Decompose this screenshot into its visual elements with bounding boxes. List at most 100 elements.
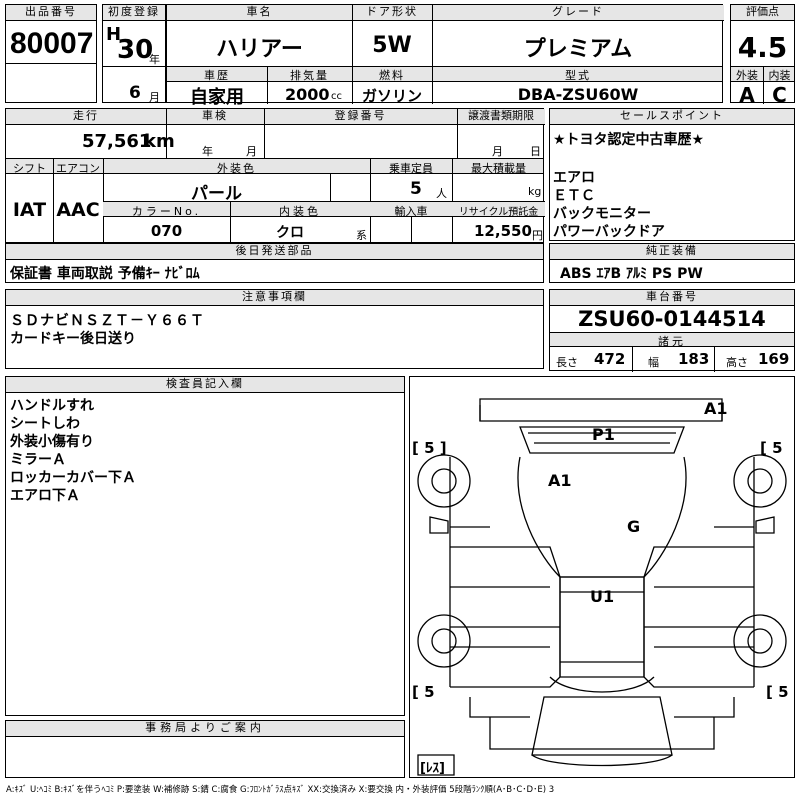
spare-tyre: [ﾚｽ] (420, 761, 445, 776)
inspection-year-unit: 年 (202, 145, 213, 158)
seats-unit: 人 (436, 187, 447, 200)
spec-label: 諸元 (658, 335, 686, 348)
displacement-label: 排気量 (290, 69, 329, 82)
lot-number-cell: 出品番号 80007 (5, 4, 97, 103)
inspector-line-1: ハンドルすれ (10, 398, 94, 414)
mileage-unit: km (144, 131, 175, 152)
parts-later-text: 保証書 車両取説 予備ｷｰ ﾅﾋﾞﾛﾑ (10, 266, 200, 282)
width: 183 (678, 350, 710, 368)
chassis-box: 車台番号 ZSU60-0144514 諸元 長さ 472 幅 183 高さ 16… (549, 289, 795, 372)
notes-line-2: カードキー後日送り (10, 331, 136, 347)
color-label: 外装色 (217, 162, 256, 175)
displacement: 2000 (285, 85, 330, 104)
sales-line-6: パワーバックドア (553, 224, 665, 240)
reg-month: 6 (129, 83, 141, 103)
mark-p1: P1 (592, 425, 615, 444)
fuel: ガソリン (361, 87, 422, 105)
height-label: 高さ (726, 356, 748, 369)
aircon: AAC (56, 199, 100, 221)
interior-color-unit: 系 (356, 229, 367, 242)
sales-line-4: ＥＴＣ (553, 188, 595, 204)
mark-u1: U1 (590, 587, 615, 606)
lot-number: 80007 (10, 27, 94, 60)
fuel-label: 燃料 (379, 69, 405, 82)
score-cell: 評価点 4.5 外装 内装 A C (730, 4, 795, 107)
exterior-grade: A (739, 83, 755, 107)
parts-later-label: 後日発送部品 (6, 244, 543, 260)
tyre-front-right: [ 5 (760, 439, 783, 457)
color-number: 070 (150, 222, 183, 240)
chassis-label: 車台番号 (550, 290, 794, 306)
era: H (106, 24, 122, 45)
length-label: 長さ (556, 356, 578, 369)
car-name: ハリアー (216, 37, 303, 62)
mark-g: G (627, 517, 641, 536)
mileage-label: 走行 (6, 109, 166, 125)
legend: A:ｷｽﾞ U:ﾍｺﾐ B:ｷｽﾞを伴うﾍｺﾐ P:要塗装 W:補修跡 S:錆 … (6, 785, 555, 795)
seats-label: 乗車定員 (389, 162, 433, 175)
sales-line-3: エアロ (553, 170, 595, 186)
door-type: 5W (372, 33, 412, 58)
equipment-label: 純正装備 (550, 244, 794, 260)
inspector-box: 検査員記入欄 ハンドルすれ シートしわ 外装小傷有り ミラーＡ ロッカーカバー下… (5, 376, 405, 716)
sales-point-label: セールスポイント (550, 109, 794, 125)
car-diagram: [ 5 ] [ 5 [ 5 [ 5 [ﾚｽ] A1 P1 A1 G U1 (409, 376, 795, 778)
mark-a1-front: A1 (704, 399, 728, 418)
reg-month-unit: 月 (149, 91, 160, 104)
notes-label: 注意事項欄 (6, 290, 543, 306)
parts-later-box: 後日発送部品 保証書 車両取説 予備ｷｰ ﾅﾋﾞﾛﾑ (5, 243, 544, 283)
intcolor-label: 内装色 (279, 205, 321, 218)
history-label: 車歴 (204, 69, 230, 82)
mileage: 57,561 (82, 131, 152, 152)
recycle-deposit: 12,550 (474, 222, 532, 240)
shift: IAT (12, 199, 47, 221)
load-label: 最大積載量 (471, 162, 526, 175)
office-box: 事務局よりご案内 (5, 720, 405, 778)
notes-box: 注意事項欄 ＳＤナビＮＳＺＴ－Ｙ６６Ｔ カードキー後日送り (5, 289, 544, 369)
chassis-number: ZSU60-0144514 (578, 307, 766, 331)
model-code: DBA-ZSU60W (517, 85, 639, 104)
score-label: 評価点 (731, 5, 794, 21)
displacement-unit: cc (331, 91, 342, 102)
model-label: 型式 (565, 69, 591, 82)
lot-number-label: 出品番号 (6, 5, 96, 21)
first-registration-cell: 初度登録 H 30 年 6 月 (102, 4, 166, 104)
load-unit: kg (528, 185, 542, 198)
shift-label: シフト (13, 162, 46, 175)
import-label: 輸入車 (394, 205, 428, 218)
reg-year-unit: 年 (149, 53, 160, 66)
inspector-line-5: ロッカーカバー下Ａ (10, 470, 136, 486)
equipment-text: ABS ｴｱB ｱﾙﾐ PS PW (560, 266, 703, 282)
tyre-front-left: [ 5 ] (412, 439, 447, 457)
ac-label: エアコン (56, 162, 100, 175)
grade: プレミアム (523, 37, 633, 62)
recycle-label: リサイクル預託金 (458, 207, 539, 218)
car-name-label: 車名 (167, 5, 352, 21)
interior-grade: C (772, 83, 787, 107)
car-outline-diagram (417, 398, 787, 776)
office-label: 事務局よりご案内 (6, 721, 404, 737)
first-registration-label: 初度登録 (103, 5, 165, 21)
colorno-label: カラーNo. (131, 205, 202, 218)
inspection-month-unit: 月 (246, 145, 257, 158)
interior-label: 内装 (768, 69, 791, 82)
length: 472 (594, 350, 626, 368)
vehicle-info-block: 車名 ドア形状 グレード ハリアー 5W プレミアム 車歴 排気量 燃料 型式 … (166, 4, 724, 108)
door-label: ドア形状 (352, 5, 432, 21)
transfer-label: 譲渡書類期限 (457, 109, 545, 125)
height: 169 (758, 350, 790, 368)
inspector-line-6: エアロ下Ａ (10, 488, 80, 504)
inspector-label: 検査員記入欄 (6, 377, 404, 393)
equipment-box: 純正装備 ABS ｴｱB ｱﾙﾐ PS PW (549, 243, 795, 283)
inspector-line-4: ミラーＡ (10, 452, 66, 468)
notes-line-1: ＳＤナビＮＳＺＴ－Ｙ６６Ｔ (10, 313, 205, 329)
seats: 5 (410, 179, 422, 199)
inspector-line-3: 外装小傷有り (10, 434, 94, 450)
exterior-label: 外装 (736, 69, 758, 82)
tyre-rear-left: [ 5 (412, 683, 435, 701)
width-label: 幅 (648, 356, 659, 369)
inspection-label: 車検 (166, 109, 264, 125)
details-block: 走行 車検 登録番号 譲渡書類期限 57,561 km 年 月 月 日 シフト … (5, 108, 545, 244)
sales-point-box: セールスポイント ★トヨタ認定中古車歴★ エアロ ＥＴＣ バックモニター パワー… (549, 108, 795, 241)
inspector-line-2: シートしわ (10, 416, 80, 432)
